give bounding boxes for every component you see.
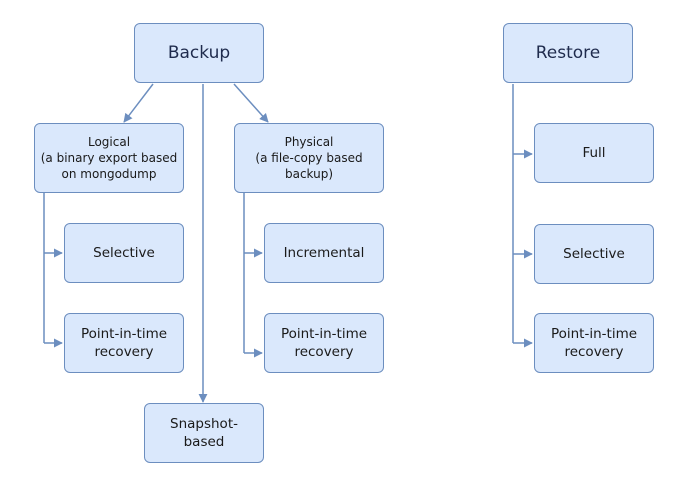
snapshot-node: Snapshot- based <box>144 403 264 463</box>
restore-full-label: Full <box>582 144 606 161</box>
restore-selective-node: Selective <box>534 224 654 284</box>
physical-desc-line1: (a file-copy based <box>255 150 363 165</box>
snapshot-label-line2: based <box>183 434 225 450</box>
logical-selective-node: Selective <box>64 223 184 283</box>
logical-node: Logical (a binary export based on mongod… <box>34 123 184 193</box>
restore-pitr-label-line1: Point-in-time <box>550 325 638 342</box>
physical-incremental-label: Incremental <box>283 244 365 261</box>
edge-backup-physical <box>233 83 269 123</box>
logical-desc-line2: on mongodump <box>61 167 157 182</box>
physical-pitr-label-line1: Point-in-time <box>280 325 368 342</box>
logical-pitr-label-line2: recovery <box>94 344 154 360</box>
physical-incremental-node: Incremental <box>264 223 384 283</box>
physical-label: Physical <box>284 134 334 149</box>
restore-node: Restore <box>503 23 633 83</box>
backup-node: Backup <box>134 23 264 83</box>
restore-pitr-node: Point-in-time recovery <box>534 313 654 373</box>
restore-full-node: Full <box>534 123 654 183</box>
physical-node: Physical (a file-copy based backup) <box>234 123 384 193</box>
restore-title: Restore <box>535 42 601 63</box>
logical-label: Logical <box>87 134 131 149</box>
backup-title: Backup <box>167 42 231 63</box>
restore-pitr-label-line2: recovery <box>564 344 624 360</box>
logical-pitr-label-line1: Point-in-time <box>80 325 168 342</box>
logical-desc-line1: (a binary export based <box>40 150 178 165</box>
snapshot-label-line1: Snapshot- <box>170 415 238 432</box>
physical-pitr-label-line2: recovery <box>294 344 354 360</box>
physical-pitr-node: Point-in-time recovery <box>264 313 384 373</box>
logical-pitr-node: Point-in-time recovery <box>64 313 184 373</box>
physical-desc-line2: backup) <box>284 167 334 182</box>
restore-selective-label: Selective <box>563 245 625 262</box>
edge-backup-logical <box>123 83 154 123</box>
logical-selective-label: Selective <box>93 244 155 261</box>
